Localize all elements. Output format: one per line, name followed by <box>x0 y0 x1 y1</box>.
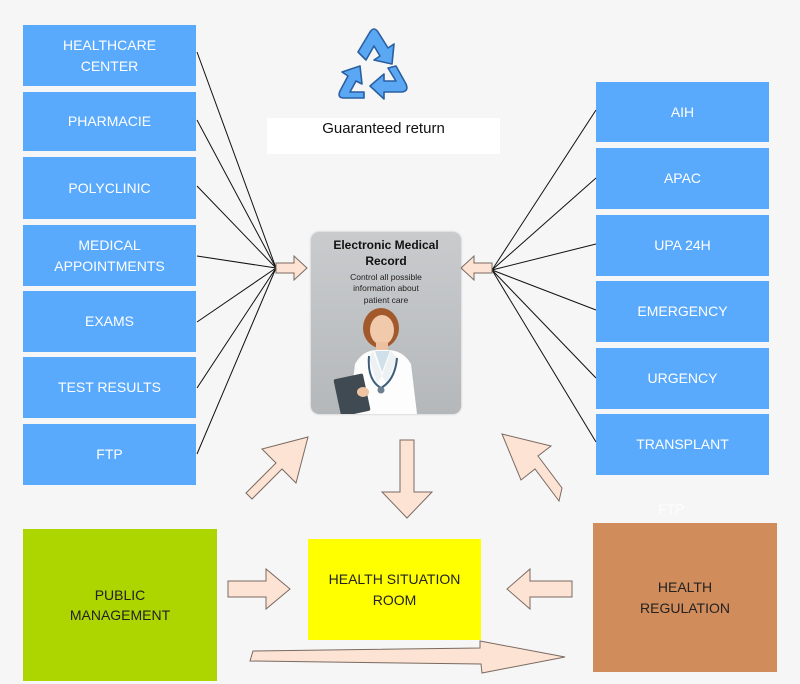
box-polyclinic-label: POLYCLINIC <box>68 179 151 196</box>
box-ftp: FTP <box>23 424 196 485</box>
health-regulation-label: HEALTH REGULATION <box>640 579 730 616</box>
public-management-box: PUBLIC MANAGEMENT <box>23 529 217 681</box>
box-healthcare-center: HEALTHCARE CENTER <box>23 25 196 86</box>
box-emergency: EMERGENCY <box>596 281 769 342</box>
box-aih-label: AIH <box>670 103 695 120</box>
down-arrow <box>380 439 434 519</box>
right-connector-lines <box>491 109 597 443</box>
electronic-medical-record-card: Electronic Medical Record Control all po… <box>311 232 461 414</box>
health-situation-room-label: HEALTH SITUATION ROOM <box>328 571 461 608</box>
recycle-icon <box>338 28 408 100</box>
box-healthcare-center-label: HEALTHCARE CENTER <box>62 37 157 74</box>
up-right-arrow <box>245 436 309 500</box>
box-medical-appointments-label: MEDICAL APPOINTMENTS <box>54 237 165 274</box>
guaranteed-return-text: Guaranteed return <box>322 120 445 137</box>
box-emergency-label: EMERGENCY <box>637 303 728 320</box>
regulation-to-room-arrow <box>506 567 573 611</box>
doctor-photo <box>333 308 417 414</box>
box-pharmacie-label: PHARMACIE <box>67 113 152 130</box>
box-apac: APAC <box>596 148 769 209</box>
left-input-arrow <box>275 254 308 282</box>
up-left-arrow <box>501 433 563 503</box>
left-connector-lines <box>196 51 277 455</box>
box-upa-24h-label: UPA 24H <box>654 237 711 254</box>
box-upa-24h: UPA 24H <box>596 215 769 276</box>
box-polyclinic: POLYCLINIC <box>23 157 196 219</box>
box-exams: EXAMS <box>23 291 196 352</box>
box-apac-label: APAC <box>663 170 702 187</box>
box-aih: AIH <box>596 82 769 142</box>
public-management-label: PUBLIC MANAGEMENT <box>69 586 171 623</box>
ftp-faint-label: FTP <box>658 501 685 517</box>
box-transplant-label: TRANSPLANT <box>636 436 729 453</box>
health-situation-room-box: HEALTH SITUATION ROOM <box>308 539 481 640</box>
record-card-title: Electronic Medical Record <box>333 238 439 268</box>
record-card-subtitle: Control all possible information about p… <box>350 272 422 305</box>
box-test-results-label: TEST RESULTS <box>58 379 161 396</box>
box-test-results: TEST RESULTS <box>23 357 196 418</box>
health-regulation-box: HEALTH REGULATION <box>593 523 777 672</box>
box-medical-appointments: MEDICAL APPOINTMENTS <box>23 225 196 286</box>
box-transplant: TRANSPLANT <box>596 414 769 475</box>
box-urgency-label: URGENCY <box>647 370 718 387</box>
right-input-arrow <box>460 254 493 282</box>
management-to-room-arrow <box>227 567 291 611</box>
guaranteed-return-label: Guaranteed return <box>267 118 500 154</box>
box-pharmacie: PHARMACIE <box>23 92 196 151</box>
bottom-long-arrow <box>249 640 566 674</box>
box-ftp-label: FTP <box>96 446 123 463</box>
box-urgency: URGENCY <box>596 348 769 409</box>
box-exams-label: EXAMS <box>84 313 134 330</box>
